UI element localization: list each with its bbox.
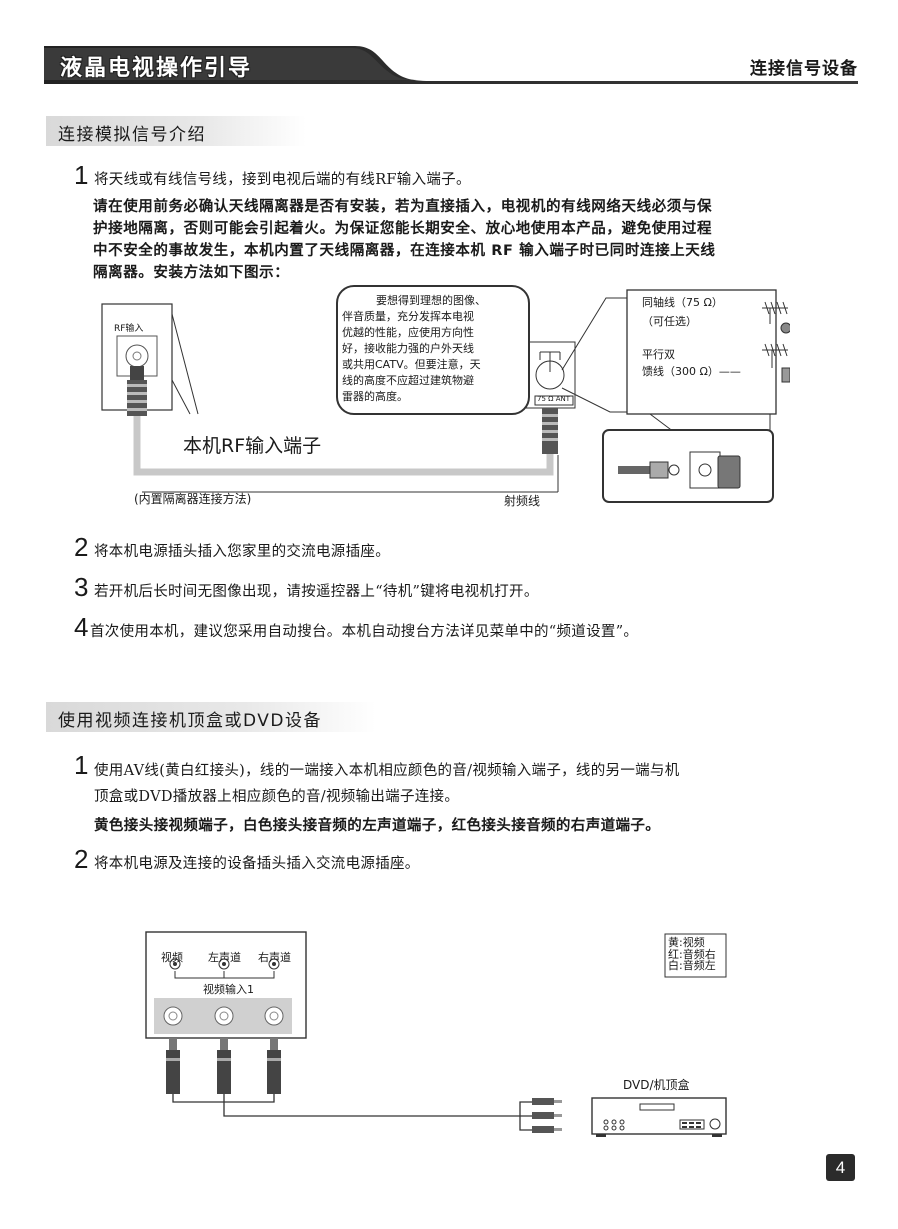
jack-label-video: 视频 bbox=[161, 951, 183, 964]
section-heading-text: 使用视频连接机顶盒或DVD设备 bbox=[58, 711, 323, 731]
paragraph-line: 请在使用前务必确认天线隔离器是否有安装，若为直接插入，电视机的有线网络天线必须与… bbox=[93, 199, 713, 215]
antenna-tip-bubble: 要想得到理想的图像、 伴音质量，充分发挥本电视 优越的性能，应使用方向性 好，接… bbox=[336, 285, 530, 415]
tip-line: 要想得到理想的图像、 bbox=[376, 294, 486, 307]
jack-label-right: 右声道 bbox=[258, 951, 291, 964]
step-number: 3 bbox=[74, 572, 89, 602]
step-number: 1 bbox=[74, 750, 89, 780]
legend-line: 红:音频右 bbox=[668, 947, 716, 961]
rf-cable-label: 射频线 bbox=[504, 494, 541, 508]
paragraph-line: 中不安全的事故发生，本机内置了天线隔离器，在连接本机 RF 输入端子时已同时连接… bbox=[93, 243, 716, 259]
tip-line: 线的高度不应超过建筑物避 bbox=[342, 374, 474, 387]
tip-line: 或共用CATV。但要注意，天 bbox=[342, 358, 481, 371]
step-text: 将天线或有线信号线，接到电视后端的有线RF输入端子。 bbox=[94, 172, 471, 188]
parallel-label-1: 平行双 bbox=[642, 348, 675, 361]
ant-label: 75 Ω ANT bbox=[537, 395, 571, 403]
page-number: 4 bbox=[826, 1154, 855, 1181]
color-legend: 黄:视频 红:音频右 白:音频左 bbox=[668, 937, 716, 972]
video-input-label: 视频输入1 bbox=[203, 983, 254, 996]
step-number: 2 bbox=[74, 844, 89, 874]
step-text: 首次使用本机，建议您采用自动搜台。本机自动搜台方法详见菜单中的“频道设置”。 bbox=[90, 624, 639, 640]
step-text: 将本机电源及连接的设备插头插入交流电源插座。 bbox=[94, 856, 420, 872]
tip-line: 好，接收能力强的户外天线 bbox=[342, 342, 474, 355]
color-plug-note: 黄色接头接视频端子，白色接头接音频的左声道端子，红色接头接音频的右声道端子。 bbox=[94, 818, 661, 834]
step-number: 1 bbox=[74, 160, 89, 190]
step-number: 4 bbox=[74, 612, 89, 642]
legend-line: 黄:视频 bbox=[668, 936, 705, 949]
page-header-title: 液晶电视操作引导 bbox=[60, 56, 253, 81]
step-number: 2 bbox=[74, 532, 89, 562]
coax-optional-label: （可任选） bbox=[642, 315, 697, 328]
parallel-label-2: 馈线（300 Ω）—— bbox=[642, 365, 741, 378]
av-connection-diagram bbox=[145, 931, 727, 1137]
section-heading-analog: 连接模拟信号介绍 bbox=[46, 116, 306, 146]
header-banner bbox=[44, 46, 858, 84]
paragraph-line: 护接地隔离，否则可能会引起着火。为保证您能长期安全、放心地使用本产品，避免使用过… bbox=[93, 221, 713, 237]
jack-label-left: 左声道 bbox=[208, 951, 241, 964]
section-heading-video: 使用视频连接机顶盒或DVD设备 bbox=[46, 702, 376, 732]
paragraph-line: 隔离器。安装方法如下图示： bbox=[93, 265, 290, 281]
coax-label: 同轴线（75 Ω） bbox=[642, 296, 723, 309]
rf-terminal-label: 本机RF输入端子 bbox=[183, 435, 322, 457]
dvd-device-label: DVD/机顶盒 bbox=[623, 1078, 690, 1092]
tip-line: 伴音质量，充分发挥本电视 bbox=[342, 310, 474, 323]
builtin-isolator-label: (内置隔离器连接方法) bbox=[134, 492, 252, 506]
page-section-title: 连接信号设备 bbox=[750, 59, 858, 79]
rf-input-label: RF输入 bbox=[114, 324, 144, 334]
step-text: 使用AV线(黄白红接头)，线的一端接入本机相应颜色的音/视频输入端子，线的另一端… bbox=[94, 763, 680, 779]
step-text: 将本机电源插头插入您家里的交流电源插座。 bbox=[94, 544, 390, 560]
tip-line: 雷器的高度。 bbox=[342, 390, 408, 403]
legend-line: 白:音频左 bbox=[668, 959, 716, 972]
rf-connection-diagram bbox=[101, 289, 790, 503]
tip-line: 优越的性能，应使用方向性 bbox=[342, 326, 474, 339]
step-text: 若开机后长时间无图像出现，请按遥控器上“待机”键将电视机打开。 bbox=[94, 584, 539, 600]
warning-paragraph: 请在使用前务必确认天线隔离器是否有安装，若为直接插入，电视机的有线网络天线必须与… bbox=[93, 196, 828, 284]
step-text: 顶盒或DVD播放器上相应颜色的音/视频输出端子连接。 bbox=[94, 789, 460, 805]
section-heading-text: 连接模拟信号介绍 bbox=[58, 125, 206, 145]
